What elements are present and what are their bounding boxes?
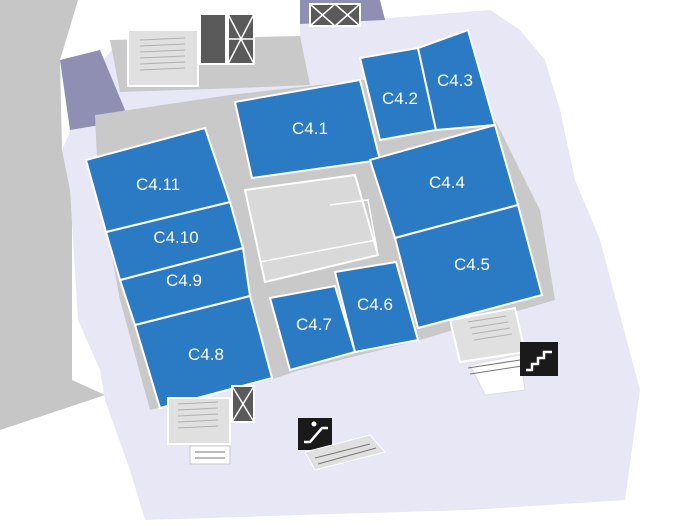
room-label: C4.10 [153, 228, 198, 247]
exit-arrows-right-lines [467, 359, 523, 375]
stairwell-top [127, 29, 199, 87]
stair-treads-bottom-left [177, 401, 219, 429]
room-label: C4.7 [296, 315, 332, 334]
room-c4-5[interactable]: C4.5 [393, 203, 544, 330]
exit-arrows-left-lines [195, 451, 225, 459]
room-c4-10[interactable]: C4.10 [104, 200, 245, 282]
purple-wing-left [60, 50, 125, 130]
room-label: C4.9 [166, 271, 202, 290]
adjacent-building [0, 0, 105, 430]
room-c4-6[interactable]: C4.6 [333, 260, 420, 354]
room-c4-11[interactable]: C4.11 [84, 126, 232, 234]
escalator-ramp-lines [314, 443, 377, 465]
stair-treads-top [139, 37, 186, 71]
room-label: C4.6 [357, 295, 393, 314]
room-label: C4.2 [382, 89, 418, 108]
room-label: C4.3 [437, 71, 473, 90]
room-label: C4.4 [429, 173, 465, 192]
stairwell-bottom-left [167, 397, 231, 445]
elevator-top-1 [199, 13, 227, 65]
elevator-top-right-cross [309, 3, 361, 27]
escalator-icon[interactable] [298, 418, 332, 450]
escalator-ramp [304, 434, 386, 471]
stair-landing-right [469, 354, 526, 396]
room-label: C4.5 [454, 255, 490, 274]
core-inner-lines [259, 199, 379, 263]
room-c4-4[interactable]: C4.4 [368, 123, 520, 240]
stair-treads-bottom-right [467, 315, 513, 341]
room-c4-7[interactable]: C4.7 [268, 284, 357, 372]
elevator-top-cross [227, 13, 255, 65]
room-label: C4.8 [188, 345, 224, 364]
exit-arrows-left [189, 445, 231, 465]
elevator-top-right [309, 3, 361, 27]
stairs-icon[interactable] [520, 342, 558, 376]
room-label: C4.1 [292, 119, 328, 138]
elevator-bottom-left-cross [231, 385, 255, 423]
room-label: C4.11 [136, 175, 180, 194]
